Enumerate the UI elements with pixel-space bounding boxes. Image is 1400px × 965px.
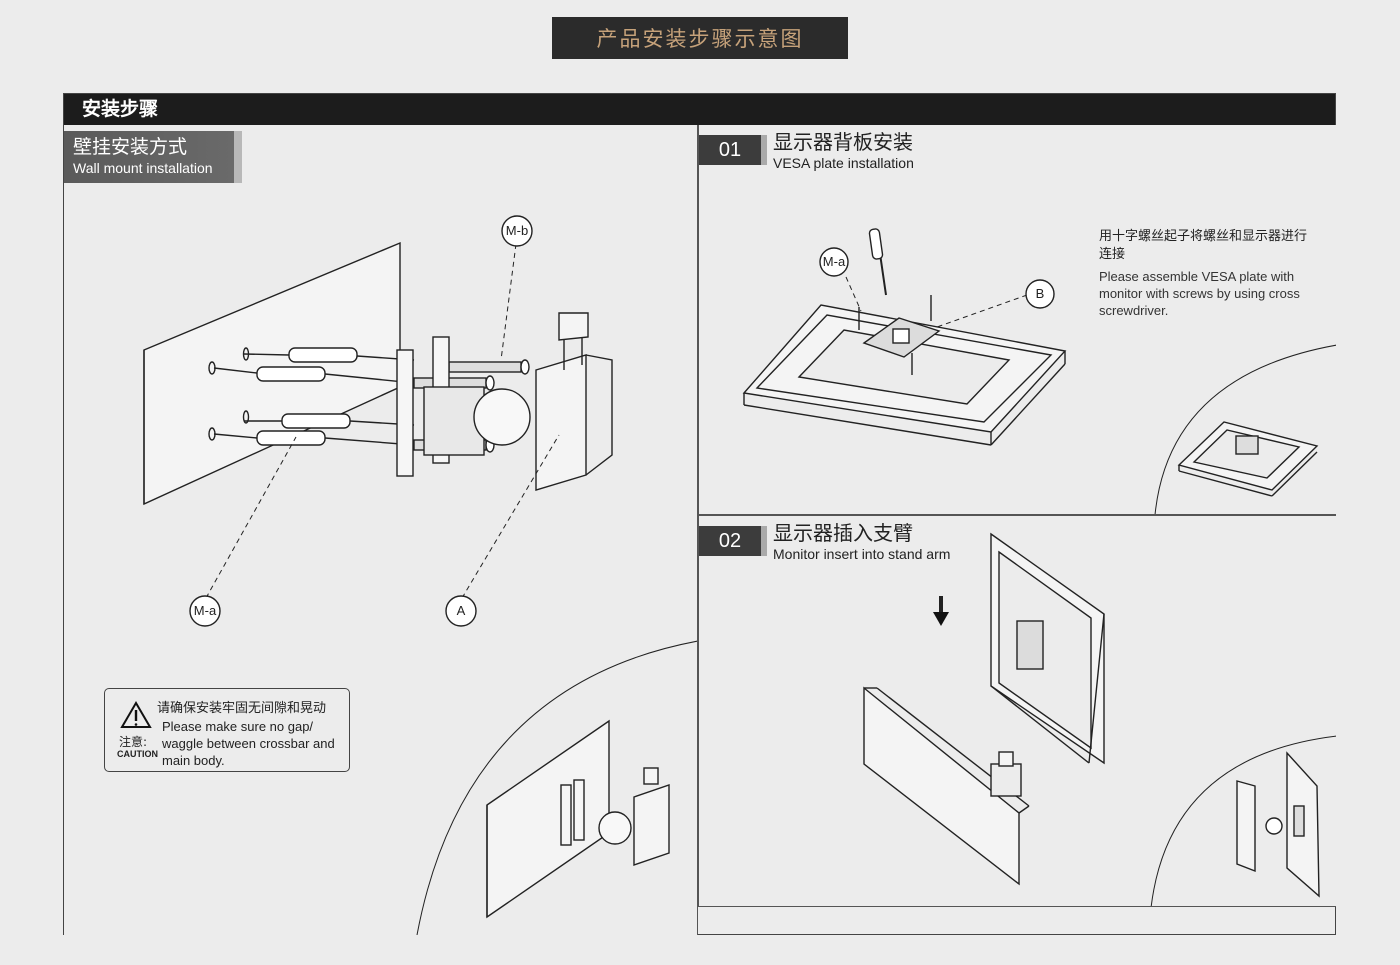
inset-assembled-mount: [486, 719, 670, 919]
inset-monitor-attached: [1236, 751, 1320, 898]
callout-a-label: A: [457, 603, 466, 618]
section-title: 安装步骤: [64, 94, 1335, 125]
monitor-bracket: [535, 354, 587, 491]
caution-text-en: Please make sure no gap/ waggle between …: [162, 719, 335, 768]
wall-mount-panel: 壁挂安装方式 Wall mount installation: [64, 125, 698, 935]
wall-mount-title-en: Wall mount installation: [73, 160, 213, 176]
step-01-number: 01: [699, 135, 767, 165]
warning-triangle-icon: [120, 701, 152, 728]
monitor-insert-diagram: [863, 532, 1336, 906]
step-01-note: 用十字螺丝起子将螺丝和显示器进行连接 Please assemble VESA …: [1099, 228, 1314, 319]
inset-vesa-plate: [1177, 421, 1319, 497]
step-01-panel: 01 显示器背板安装 VESA plate installation 用十字螺丝…: [698, 125, 1336, 515]
step-01-callout-ma: M-a: [823, 254, 846, 269]
wall-anchors: [213, 347, 358, 446]
step-02-title: 显示器插入支臂 Monitor insert into stand arm: [773, 521, 950, 563]
step-01-title-zh: 显示器背板安装: [773, 130, 913, 154]
step-01-title: 显示器背板安装 VESA plate installation: [773, 130, 914, 172]
down-arrow-icon: [933, 596, 949, 626]
installation-steps-frame: 安装步骤 壁挂安装方式 Wall mount installation: [63, 93, 1336, 935]
wall-mount-tab: 壁挂安装方式 Wall mount installation: [64, 131, 242, 183]
step-02-panel: 02 显示器插入支臂 Monitor insert into stand arm: [698, 515, 1336, 907]
caution-label-en: CAUTION: [117, 749, 158, 759]
callout-mb-label: M-b: [506, 223, 528, 238]
caution-text-zh: 请确保安装牢固无间隙和晃动: [157, 701, 327, 716]
wall-panel: [863, 686, 1020, 886]
step-01-note-en: Please assemble VESA plate with monitor …: [1099, 269, 1300, 318]
step-02-number: 02: [699, 526, 767, 556]
vesa-plate-diagram: M-a B: [742, 228, 1336, 514]
wall-mount-diagram: M-b M-a A: [143, 215, 697, 935]
caution-box: 请确保安装牢固无间隙和晃动 Please make sure no gap/ w…: [104, 688, 350, 772]
wall-mount-title-zh: 壁挂安装方式: [73, 136, 188, 158]
step-02-title-en: Monitor insert into stand arm: [773, 546, 951, 562]
pivot-joint: [473, 388, 531, 446]
step-01-callout-b: B: [1036, 286, 1045, 301]
step-02-title-zh: 显示器插入支臂: [773, 521, 913, 545]
step-01-note-zh: 用十字螺丝起子将螺丝和显示器进行连接: [1099, 229, 1308, 262]
caution-label-zh: 注意:: [119, 735, 148, 749]
step-01-title-en: VESA plate installation: [773, 155, 914, 171]
page-banner-title: 产品安装步骤示意图: [552, 17, 848, 59]
callout-ma-label: M-a: [194, 603, 217, 618]
wall-plate: [396, 349, 414, 477]
